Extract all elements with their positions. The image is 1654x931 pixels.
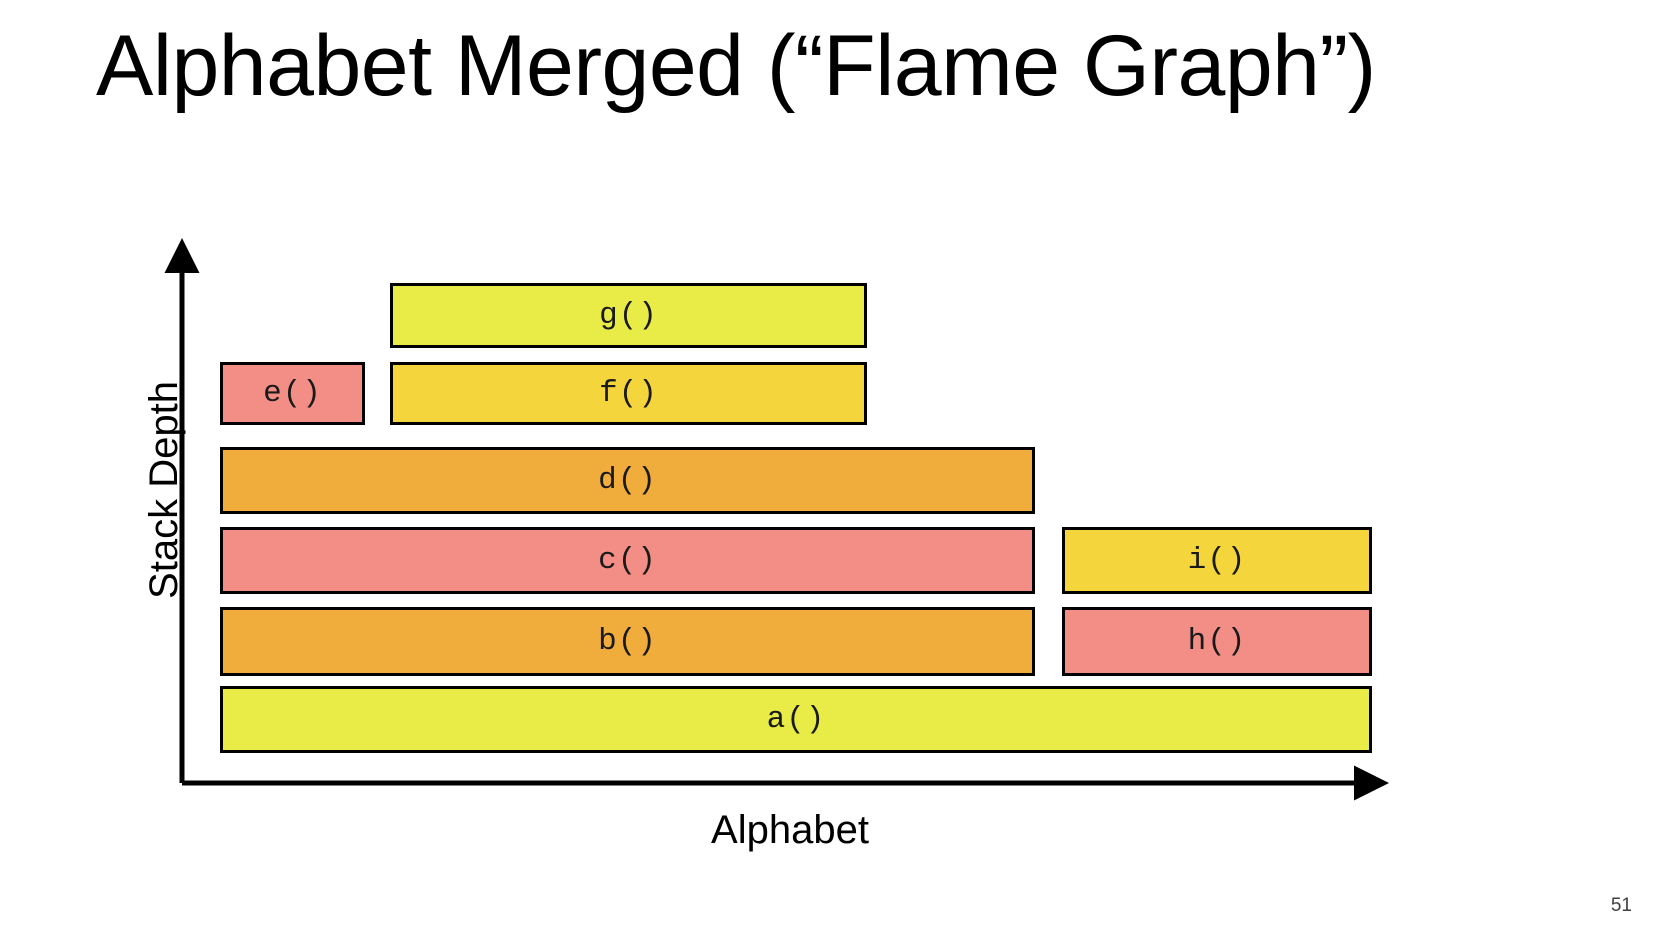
page-title: Alphabet Merged (“Flame Graph”) (96, 18, 1376, 114)
y-axis-label: Stack Depth (142, 381, 186, 599)
x-axis-label: Alphabet (711, 808, 869, 852)
flame-frame-g[interactable]: g() (390, 283, 867, 348)
flame-frame-d[interactable]: d() (220, 447, 1035, 514)
flame-frame-c[interactable]: c() (220, 527, 1035, 594)
flame-frame-a[interactable]: a() (220, 686, 1372, 753)
page-number: 51 (1610, 895, 1632, 916)
flame-frame-f[interactable]: f() (390, 362, 867, 425)
flame-frame-e[interactable]: e() (220, 362, 365, 425)
flame-frame-b[interactable]: b() (220, 607, 1035, 676)
flame-frame-i[interactable]: i() (1062, 527, 1372, 594)
flame-frame-h[interactable]: h() (1062, 607, 1372, 676)
